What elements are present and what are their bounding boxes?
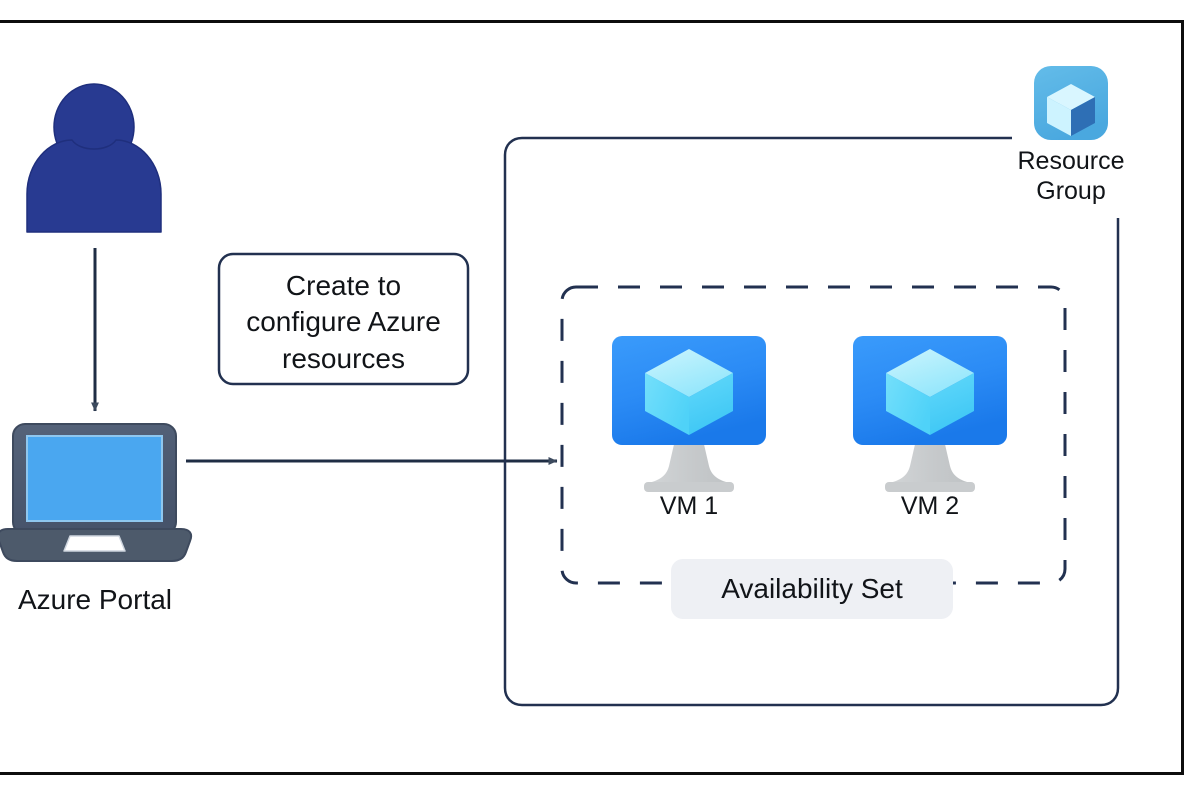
person-icon [26, 83, 162, 233]
azure-portal-label: Azure Portal [17, 584, 173, 615]
laptop-icon [0, 423, 193, 562]
page-frame [0, 20, 1184, 775]
virtual-machine-icon-vm-1 [612, 336, 766, 492]
resource-group-label: Resource Group [1017, 147, 1125, 205]
create-configure-callout-text: Create to configure Azure resources [246, 270, 441, 374]
vm-2-label: VM 2 [900, 492, 960, 520]
virtual-machine-icon-vm-2 [853, 336, 1007, 492]
vm-1-label: VM 1 [659, 492, 719, 520]
create-configure-callout-box [217, 252, 470, 386]
availability-set-label: Availability Set [671, 559, 953, 619]
resource-group-cube-icon [1034, 66, 1108, 140]
resource-group-border [503, 136, 1120, 707]
